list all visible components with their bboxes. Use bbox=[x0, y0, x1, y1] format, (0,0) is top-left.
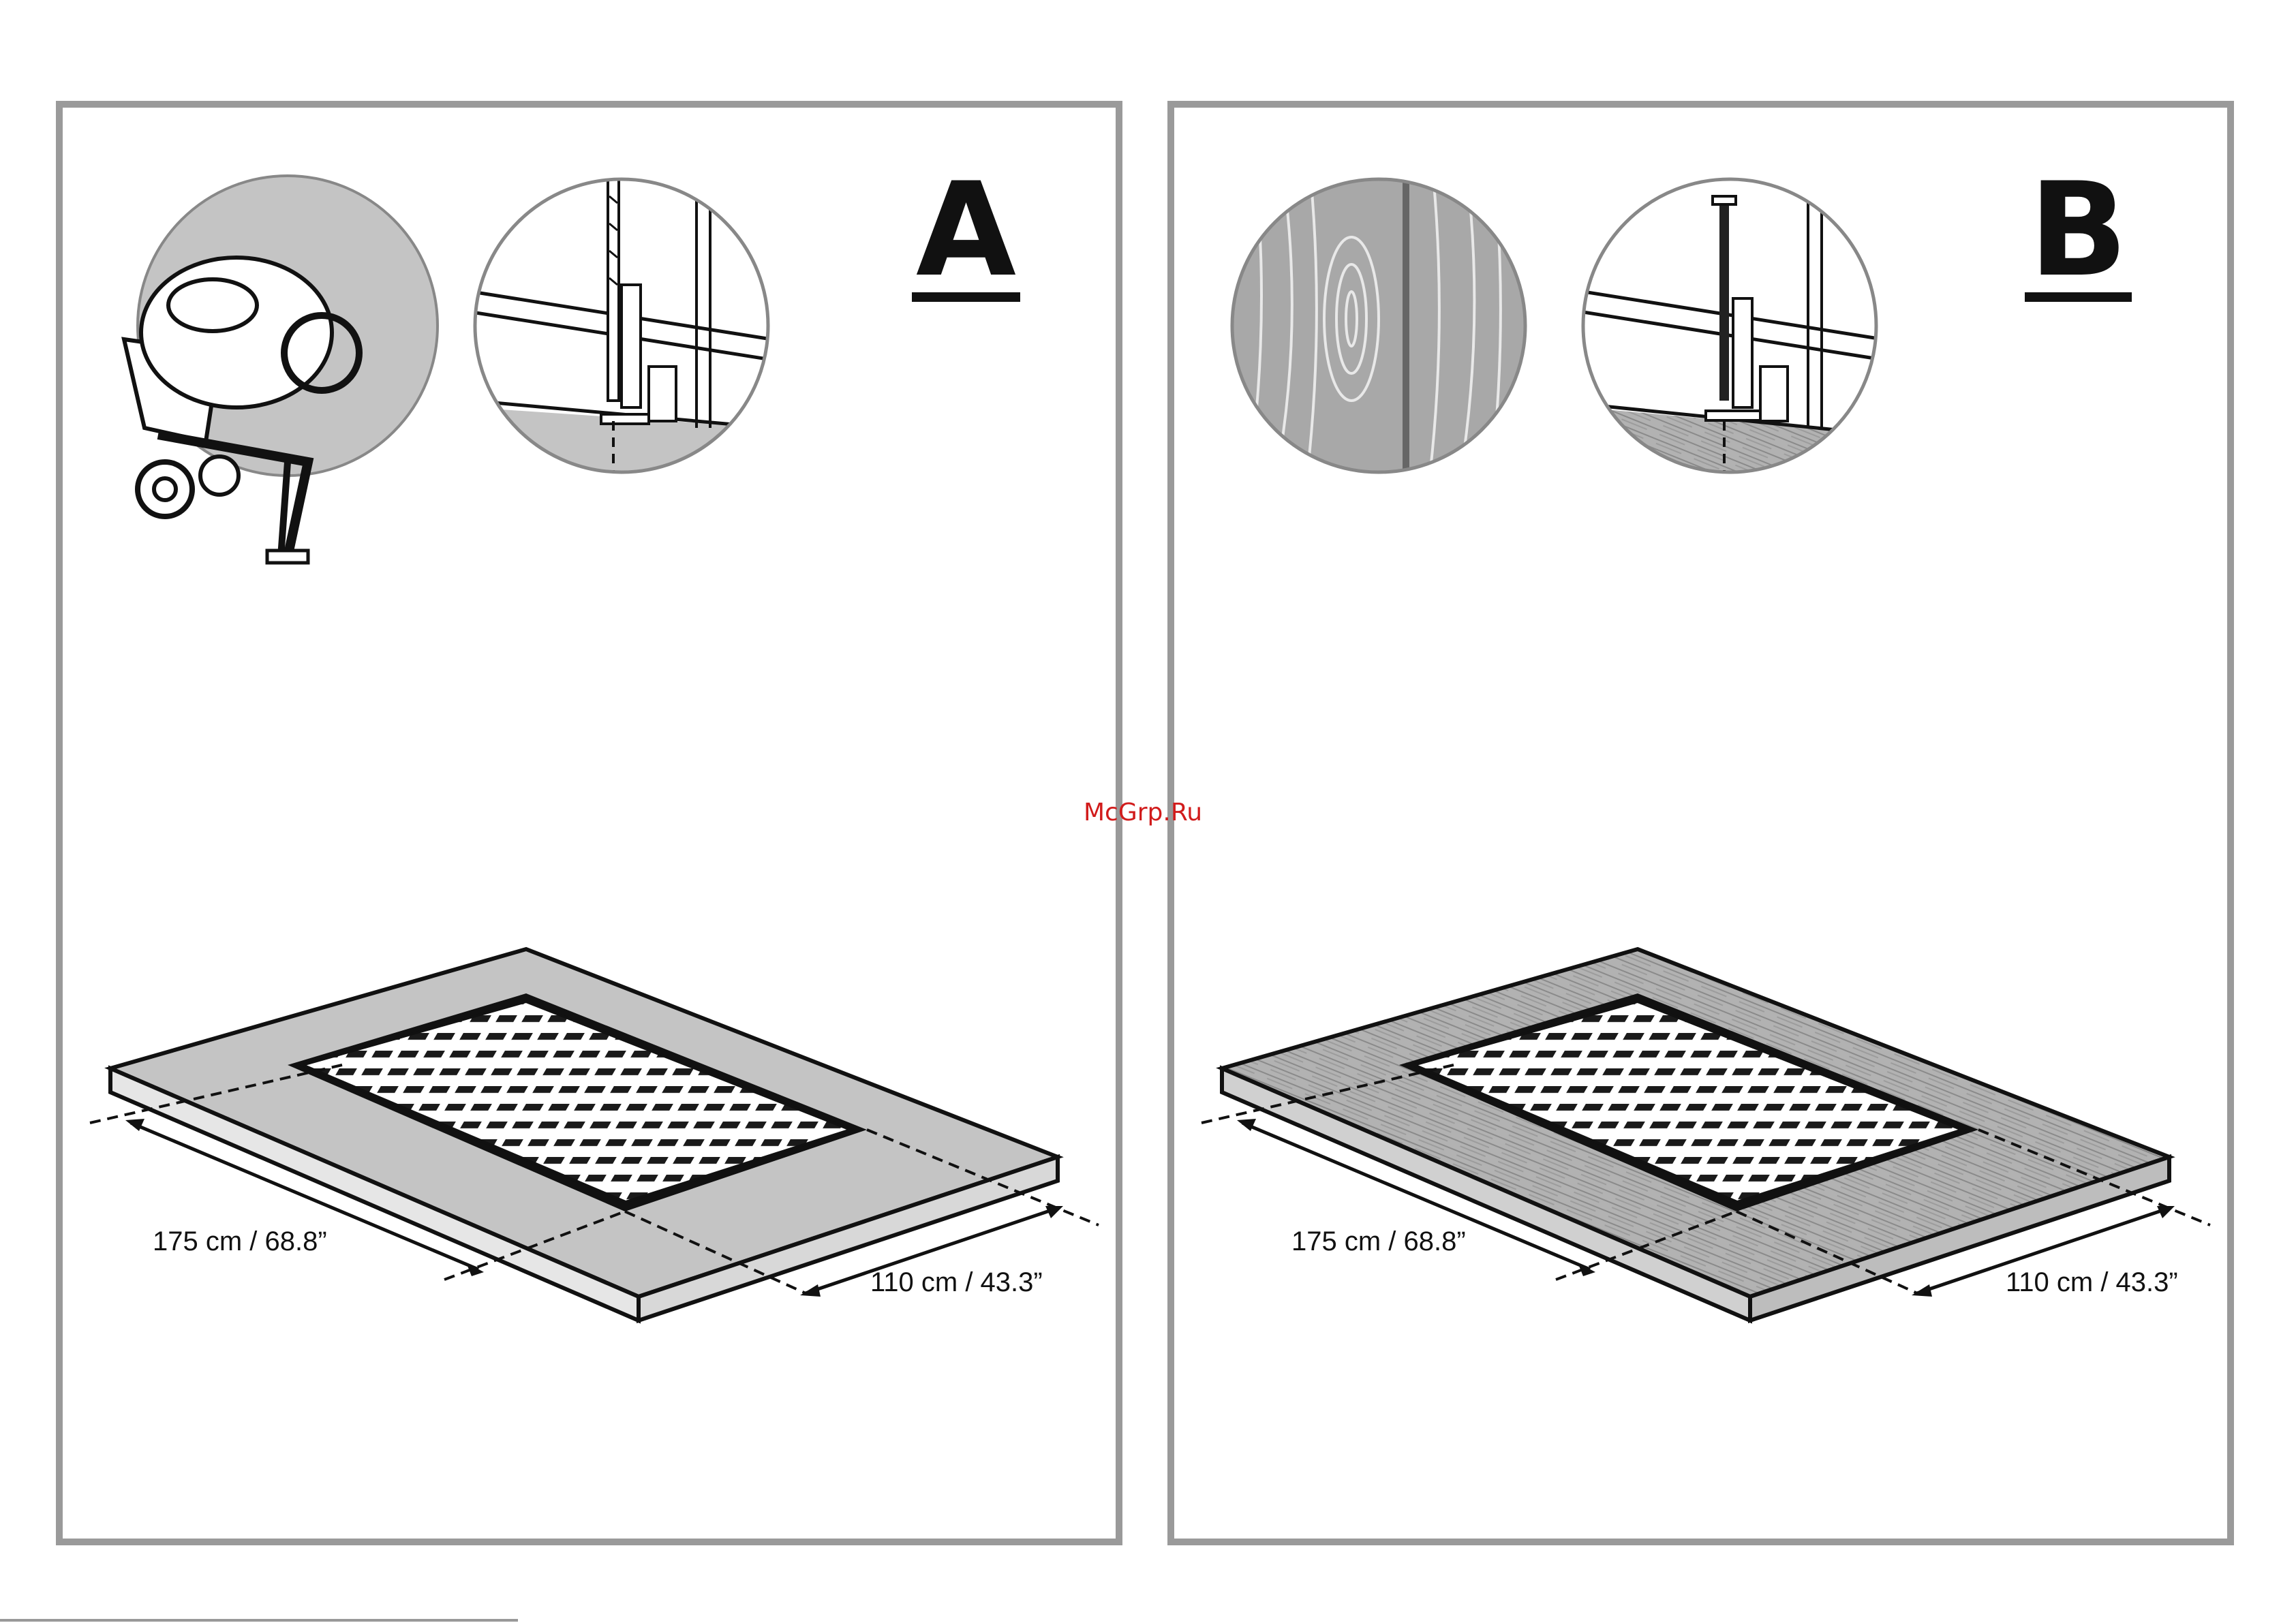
panel-b-artwork bbox=[1174, 108, 2227, 1539]
cement-mixer-illustration bbox=[124, 176, 438, 563]
panel-a-artwork bbox=[63, 108, 1116, 1539]
bottom-rule bbox=[0, 1619, 518, 1622]
panel-b: B bbox=[1167, 101, 2234, 1545]
wood-texture-illustration bbox=[1232, 176, 1525, 476]
anchor-bolt-detail bbox=[472, 176, 771, 489]
width-dimension: 110 cm / 43.3” bbox=[870, 1267, 1043, 1298]
watermark-text: McGrp.Ru bbox=[1084, 799, 1202, 826]
width-dimension: 110 cm / 43.3” bbox=[2006, 1267, 2178, 1298]
concrete-slab bbox=[90, 949, 1099, 1320]
length-dimension: 175 cm / 68.8” bbox=[1291, 1226, 1466, 1257]
anchor-screw-detail bbox=[1583, 176, 1883, 489]
length-dimension: 175 cm / 68.8” bbox=[153, 1226, 327, 1257]
wood-deck bbox=[1201, 949, 2210, 1320]
panel-a: A bbox=[56, 101, 1122, 1545]
